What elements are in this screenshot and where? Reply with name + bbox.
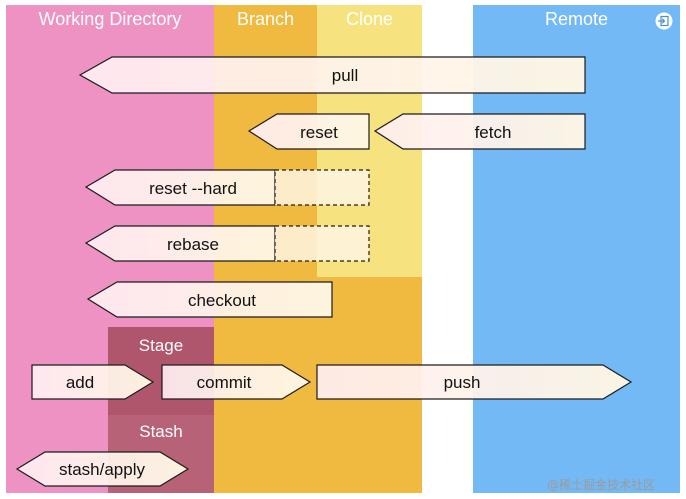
push-label: push	[444, 373, 481, 392]
rebase-label: rebase	[167, 235, 219, 254]
checkout-label: checkout	[188, 291, 256, 310]
add-label: add	[66, 373, 94, 392]
commit-label: commit	[197, 373, 252, 392]
stage-label: Stage	[139, 336, 183, 355]
remote-header: Remote	[544, 9, 609, 29]
reset-hard-label: reset --hard	[149, 179, 237, 198]
reset-arrow	[247, 113, 370, 150]
stash-apply-arrow	[15, 451, 190, 487]
add-arrow	[31, 364, 155, 400]
pull-label: pull	[332, 66, 358, 85]
checkout-arrow	[86, 281, 333, 318]
branch-header: Branch	[236, 9, 295, 29]
working-directory-header: Working Directory	[38, 9, 182, 29]
clone-header: Clone	[345, 9, 394, 29]
exit-icon[interactable]	[655, 12, 673, 30]
reset-label: reset	[300, 123, 338, 142]
stash-label: Stash	[139, 422, 182, 441]
stash-apply-label: stash/apply	[59, 460, 145, 479]
commit-arrow	[161, 364, 312, 400]
push-arrow	[316, 364, 633, 400]
rebase-dashed-box	[274, 225, 370, 262]
fetch-label: fetch	[475, 123, 512, 142]
watermark: @稀土掘金技术社区	[547, 478, 656, 492]
reset-hard-dashed-box	[274, 169, 370, 206]
fetch-arrow	[373, 113, 586, 150]
pull-arrow	[78, 56, 586, 94]
